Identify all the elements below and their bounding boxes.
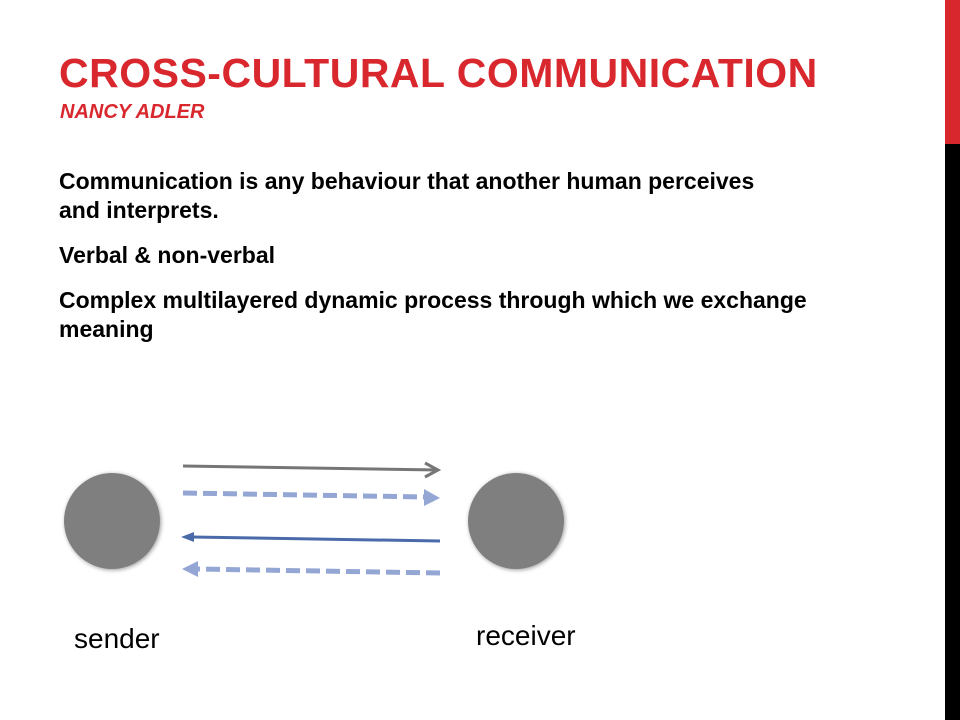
sender-node <box>64 473 160 569</box>
receiver-label: receiver <box>476 620 576 651</box>
receiver-node <box>468 473 564 569</box>
accent-bar-black <box>945 144 960 720</box>
arrow-solid-right <box>182 461 442 479</box>
bullet-1: Communication is any behaviour that anot… <box>59 168 755 223</box>
arrow-dashed-left <box>182 561 441 577</box>
arrow-solid-left <box>181 532 441 543</box>
slide-subtitle: NANCY ADLER <box>60 101 205 123</box>
slide-body: Communication is any behaviour that anot… <box>59 167 859 360</box>
sender-label: sender <box>74 623 160 654</box>
bullet-2: Verbal & non-verbal <box>59 242 276 268</box>
slide-title: CROSS-CULTURAL COMMUNICATION <box>59 50 818 96</box>
bullet-3: Complex multilayered dynamic process thr… <box>59 287 807 342</box>
arrow-dashed-right <box>182 489 440 506</box>
accent-bar-red <box>945 0 960 144</box>
